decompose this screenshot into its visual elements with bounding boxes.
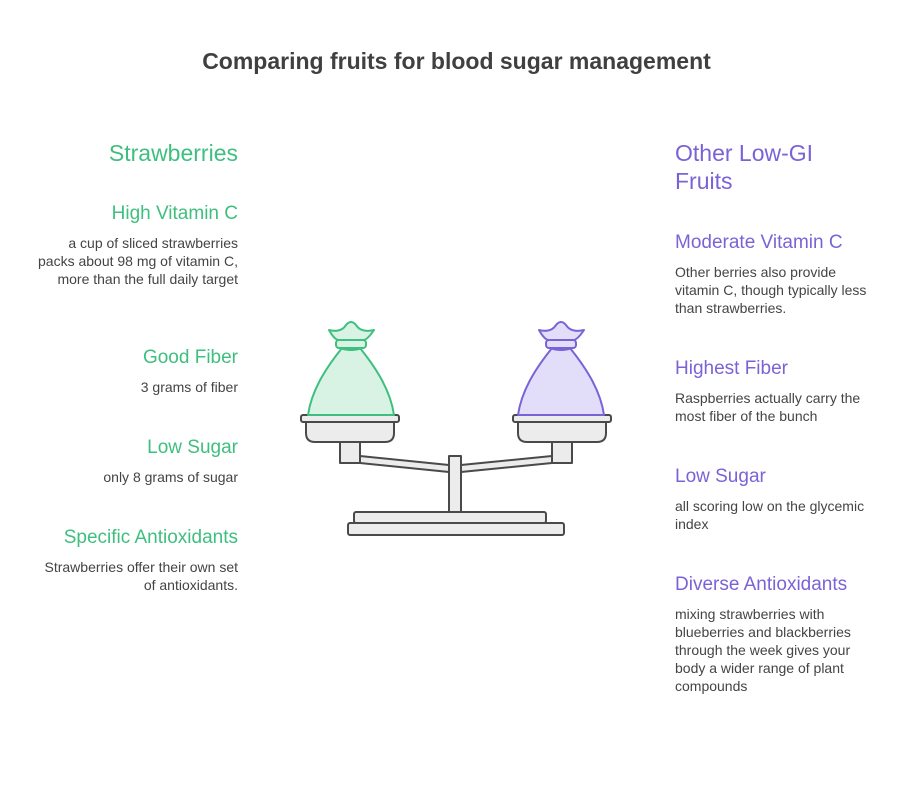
right-item-title: Highest Fiber <box>675 358 788 379</box>
left-item-title: Specific Antioxidants <box>63 527 238 548</box>
scale-beam-right <box>460 455 553 473</box>
right-pan <box>517 420 607 443</box>
right-sack-icon <box>517 321 605 416</box>
right-pan-hanger <box>551 441 573 464</box>
right-pan-rim <box>512 414 612 423</box>
left-item-desc: only 8 grams of sugar <box>103 469 238 485</box>
right-item-desc: mixing strawberries with blueberries and… <box>675 606 851 694</box>
other-fruits-column: Other Low-GI Fruits Moderate Vitamin C O… <box>675 0 875 802</box>
right-item-desc: all scoring low on the glycemic index <box>675 498 865 532</box>
right-item-fiber: Highest Fiber Raspberries actually carry… <box>675 357 875 425</box>
left-item-title: Good Fiber <box>142 347 238 368</box>
left-item-fiber: Good Fiber 3 grams of fiber <box>38 346 238 396</box>
left-item-title: High Vitamin C <box>111 203 238 224</box>
left-pan-rim <box>300 414 400 423</box>
right-item-desc: Raspberries actually carry the most fibe… <box>675 390 861 424</box>
right-item-vitamin-c: Moderate Vitamin C Other berries also pr… <box>675 231 875 317</box>
left-item-sugar: Low Sugar only 8 grams of sugar <box>38 436 238 486</box>
right-item-antioxidants: Diverse Antioxidants mixing strawberries… <box>675 573 875 695</box>
strawberries-column: Strawberries High Vitamin C a cup of sli… <box>38 0 238 802</box>
scale-post <box>448 455 462 513</box>
left-pan-hanger <box>339 441 361 464</box>
right-item-title: Low Sugar <box>675 466 766 487</box>
balance-scale-icon <box>300 321 612 536</box>
page-title: Comparing fruits for blood sugar managem… <box>202 48 711 74</box>
left-item-title: Low Sugar <box>147 437 238 458</box>
left-item-vitamin-c: High Vitamin C a cup of sliced strawberr… <box>38 202 238 288</box>
scale-base-top <box>353 511 547 524</box>
left-item-antioxidants: Specific Antioxidants Strawberries offer… <box>38 526 239 594</box>
right-item-title: Moderate Vitamin C <box>675 232 843 253</box>
left-sack-icon <box>307 321 395 416</box>
strawberries-heading: Strawberries <box>108 140 238 166</box>
other-fruits-heading: Other Low-GI Fruits <box>675 140 814 194</box>
right-item-desc: Other berries also provide vitamin C, th… <box>675 264 867 316</box>
right-item-title: Diverse Antioxidants <box>675 574 848 595</box>
left-item-desc: 3 grams of fiber <box>140 379 238 395</box>
left-item-desc: a cup of sliced strawberries packs about… <box>38 235 238 287</box>
scale-base-bottom <box>347 522 565 536</box>
right-item-sugar: Low Sugar all scoring low on the glycemi… <box>675 465 875 533</box>
left-pan <box>305 420 395 443</box>
left-item-desc: Strawberries offer their own set of anti… <box>44 559 239 593</box>
scale-beam-left <box>359 455 450 473</box>
